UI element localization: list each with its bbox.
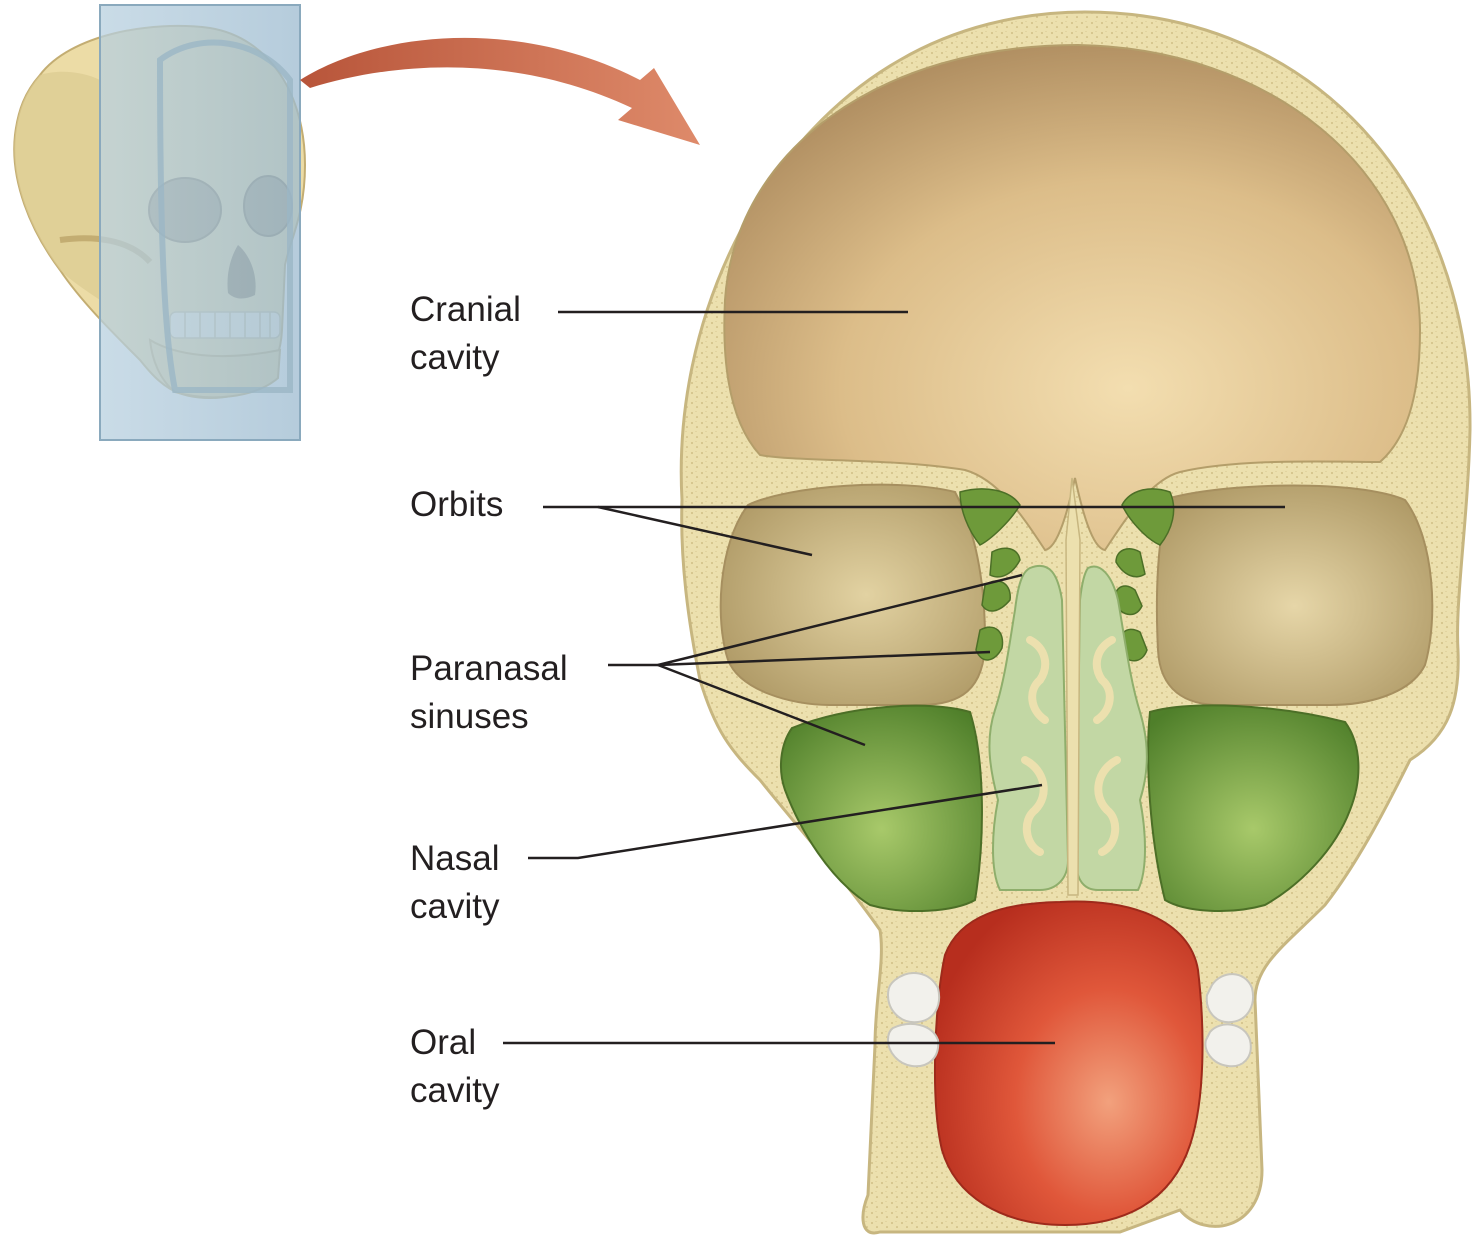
nasal-septum (1065, 477, 1081, 896)
orbits-label-line1: Orbits (410, 485, 504, 524)
section-cut-outline (156, 39, 293, 393)
paranasal-sinuses-label-line1: Paranasal (410, 649, 568, 688)
right-maxillary-sinus (1147, 704, 1360, 912)
right-lower-molar (1204, 1023, 1252, 1068)
right-upper-molar (1205, 973, 1254, 1024)
ethmoid-cell (959, 488, 1021, 546)
oral-cavity-label-line2: cavity (410, 1071, 500, 1110)
leader-lines (503, 310, 1285, 1045)
paranasal-sinuses-label: Paranasal sinuses (410, 645, 568, 741)
nasal-cavity-label-line1: Nasal (410, 839, 500, 878)
paranasal-leader-maxillary (657, 663, 866, 747)
left-orbit-region (719, 483, 987, 706)
left-lower-molar (886, 1023, 940, 1068)
cranial-cavity-label-line1: Cranial (410, 290, 521, 329)
arrow-body (300, 37, 700, 146)
orbits-leader-left (597, 505, 813, 557)
oral-cavity-region (933, 900, 1204, 1227)
coronal-section (679, 10, 1472, 1235)
right-orbit-region (1155, 484, 1434, 706)
oral-cavity-label-line1: Oral (410, 1023, 477, 1062)
nasal-cavity-label: Nasal cavity (410, 835, 499, 931)
oral-cavity-label: Oral cavity (410, 1019, 499, 1115)
skull-back-shading (14, 71, 100, 300)
ethmoid-cell (989, 547, 1021, 578)
nasal-cavity-leader (528, 783, 1043, 860)
paranasal-leader-ethmoid (657, 573, 1023, 667)
teeth (886, 972, 1254, 1068)
cranial-cavity-label-line2: cavity (410, 338, 500, 377)
orbits-label: Orbits (410, 481, 503, 529)
right-nasal-conchae (1092, 636, 1121, 856)
left-maxillary-sinus (780, 704, 983, 912)
cranial-cavity-label: Cranial cavity (410, 286, 521, 382)
left-nasal-conchae (1021, 636, 1050, 856)
nasal-cavity-label-line2: cavity (410, 887, 500, 926)
paranasal-leader-ethmoid-lower (657, 650, 991, 667)
skull-thumbnail (13, 4, 307, 441)
cranial-cavity-region (723, 43, 1422, 552)
ethmoid-cell (1121, 488, 1175, 546)
coronal-section-plane (99, 4, 301, 441)
left-upper-molar (886, 972, 940, 1024)
paranasal-sinuses-label-line2: sinuses (410, 697, 529, 736)
ethmoid-cell (1115, 548, 1146, 578)
view-arrow (300, 37, 700, 146)
